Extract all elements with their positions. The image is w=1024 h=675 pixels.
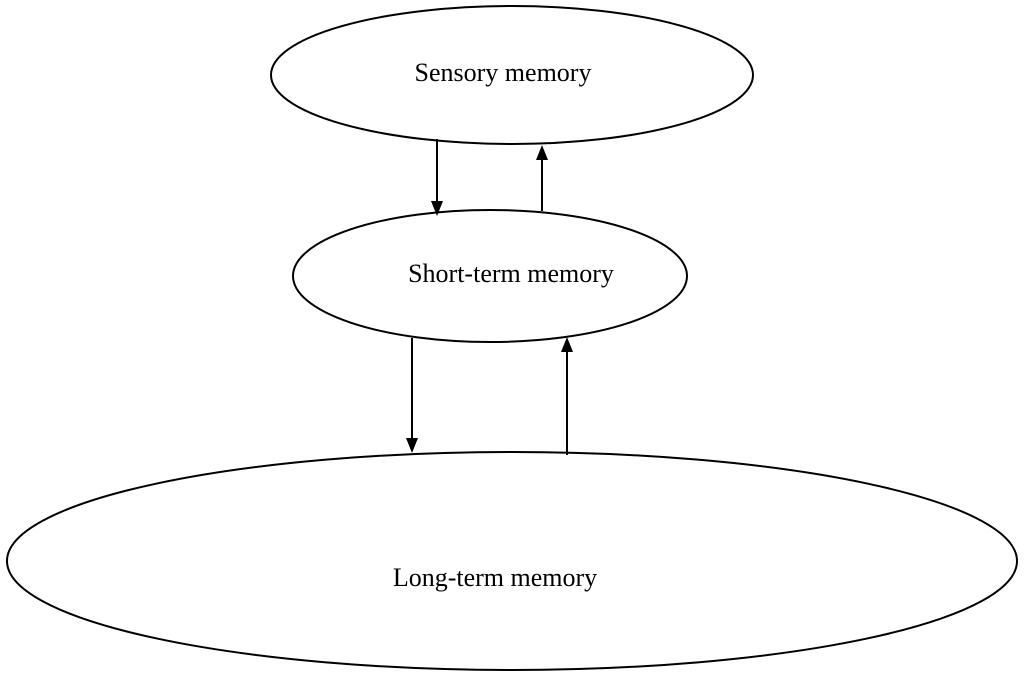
arrow-head-up: [561, 337, 573, 352]
arrow-head-down: [431, 201, 443, 216]
node-sensory-memory: Sensory memory: [270, 5, 754, 145]
long-term-memory-ellipse: [6, 451, 1018, 671]
arrow-head-up: [536, 145, 548, 160]
node-long-term-memory: Long-term memory: [6, 451, 1018, 671]
long-term-memory-label: Long-term memory: [393, 563, 597, 592]
arrow-sensory-to-short-term: [431, 139, 443, 216]
arrow-head-down: [406, 438, 418, 453]
arrow-long-term-to-short-term: [561, 337, 573, 455]
sensory-memory-label: Sensory memory: [415, 58, 592, 87]
short-term-memory-label: Short-term memory: [408, 259, 614, 288]
node-short-term-memory: Short-term memory: [292, 209, 688, 343]
sensory-memory-ellipse: [270, 5, 754, 145]
arrow-short-term-to-long-term: [406, 338, 418, 453]
arrow-short-term-to-sensory: [536, 145, 548, 211]
short-term-memory-ellipse: [292, 209, 688, 343]
